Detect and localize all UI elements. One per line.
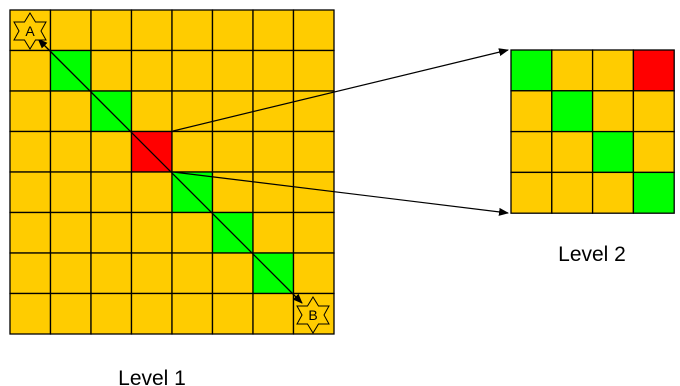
level1-cell-r1-c3 bbox=[130, 49, 173, 92]
level2-cell-r1-c2 bbox=[591, 90, 635, 133]
level1-cell-r7-c2 bbox=[90, 292, 133, 335]
level1-cell-r4-c1 bbox=[49, 171, 92, 214]
level1-path-cell-r6-c6 bbox=[252, 252, 295, 295]
level1-cell-r5-c2 bbox=[90, 211, 133, 254]
level1-cell-r3-c5 bbox=[211, 130, 254, 173]
level1-cell-r6-c5 bbox=[211, 252, 254, 295]
level1-cell-r1-c7 bbox=[292, 49, 335, 92]
level2-cell-r0-c1 bbox=[551, 49, 594, 92]
level1-cell-r3-c4 bbox=[171, 130, 214, 173]
level1-cell-r3-c6 bbox=[252, 130, 295, 173]
level2-cell-r3-c1 bbox=[551, 171, 594, 214]
level1-caption: Level 1 bbox=[118, 367, 186, 386]
level2-path-cell-r1-c1 bbox=[551, 90, 594, 133]
level2-path-cell-r2-c2 bbox=[591, 130, 635, 174]
level2-cell-r2-c3 bbox=[632, 130, 675, 174]
level1-path-cell-r2-c2 bbox=[90, 90, 133, 133]
level1-cell-r5-c0 bbox=[9, 211, 52, 254]
level1-cell-r2-c1 bbox=[49, 90, 92, 133]
level1-cell-r7-c0 bbox=[9, 292, 52, 335]
level2-cell-r2-c0 bbox=[510, 130, 553, 174]
level2-path-cell-r3-c3 bbox=[632, 171, 675, 214]
end-marker-label: B bbox=[308, 307, 317, 323]
level1-cell-r0-c4 bbox=[171, 9, 214, 52]
level1-cell-r0-c1 bbox=[49, 9, 92, 52]
level2-cell-r2-c1 bbox=[551, 130, 594, 174]
level1-path-cell-r1-c1 bbox=[49, 49, 92, 92]
level2-path-cell-r0-c0 bbox=[510, 49, 553, 92]
level1-cell-r5-c4 bbox=[171, 211, 214, 254]
level1-cell-r4-c3 bbox=[130, 171, 173, 214]
start-marker-label: A bbox=[25, 23, 35, 39]
level1-cell-r7-c1 bbox=[49, 292, 92, 335]
level1-cell-r5-c7 bbox=[292, 211, 335, 254]
level1-cell-r7-c3 bbox=[130, 292, 173, 335]
zoom-arrow-bottom bbox=[172, 171, 509, 216]
level2-caption: Level 2 bbox=[558, 243, 626, 266]
level1-cell-r2-c6 bbox=[252, 90, 295, 133]
level1-cell-r6-c4 bbox=[171, 252, 214, 295]
level1-grid bbox=[9, 9, 335, 335]
level1-diagonal-path-arrow bbox=[37, 38, 303, 304]
level1-cell-r0-c7 bbox=[292, 9, 335, 52]
level1-cell-r2-c0 bbox=[9, 90, 52, 133]
level1-cell-r6-c0 bbox=[9, 252, 52, 295]
level1-cell-r6-c2 bbox=[90, 252, 133, 295]
level1-cell-r0-c3 bbox=[130, 9, 173, 52]
level1-cell-r6-c7 bbox=[292, 252, 335, 295]
level1-cell-r1-c4 bbox=[171, 49, 214, 92]
level1-cell-r2-c3 bbox=[130, 90, 173, 133]
start-marker-a: A bbox=[13, 12, 47, 50]
level1-cell-r5-c6 bbox=[252, 211, 295, 254]
level1-cell-r3-c0 bbox=[9, 130, 52, 173]
level1-cell-r4-c7 bbox=[292, 171, 335, 214]
level1-path-cell-r4-c4 bbox=[171, 171, 214, 214]
level2-highlight-cell-r0-c3 bbox=[632, 49, 675, 92]
level2-cell-r1-c3 bbox=[632, 90, 675, 133]
level1-cell-r0-c6 bbox=[252, 9, 295, 52]
level1-cell-r5-c3 bbox=[130, 211, 173, 254]
level2-grid bbox=[510, 49, 675, 214]
level1-cell-r7-c6 bbox=[252, 292, 295, 335]
level1-cell-r3-c1 bbox=[49, 130, 92, 173]
level1-cell-r4-c6 bbox=[252, 171, 295, 214]
level1-cell-r1-c0 bbox=[9, 49, 52, 92]
level1-cell-r2-c4 bbox=[171, 90, 214, 133]
level1-cell-r3-c7 bbox=[292, 130, 335, 173]
end-marker-b: B bbox=[296, 296, 330, 334]
level1-cell-r1-c6 bbox=[252, 49, 295, 92]
level2-cell-r0-c2 bbox=[591, 49, 635, 92]
level1-cell-r0-c2 bbox=[90, 9, 133, 52]
level1-cell-r7-c4 bbox=[171, 292, 214, 335]
star-of-david-icon bbox=[13, 12, 47, 50]
level1-highlight-cell-r3-c3 bbox=[130, 130, 173, 173]
star-of-david-icon bbox=[296, 296, 330, 334]
zoom-arrow-top bbox=[172, 48, 509, 132]
level2-cell-r1-c0 bbox=[510, 90, 553, 133]
level1-cell-r2-c5 bbox=[211, 90, 254, 133]
level1-cell-r5-c1 bbox=[49, 211, 92, 254]
level1-cell-r4-c2 bbox=[90, 171, 133, 214]
level1-cell-r6-c3 bbox=[130, 252, 173, 295]
level1-cell-r7-c5 bbox=[211, 292, 254, 335]
level2-cell-r3-c2 bbox=[591, 171, 635, 214]
level1-cell-r6-c1 bbox=[49, 252, 92, 295]
level1-cell-r1-c2 bbox=[90, 49, 133, 92]
level1-path-cell-r5-c5 bbox=[211, 211, 254, 254]
level1-cell-r3-c2 bbox=[90, 130, 133, 173]
level1-cell-r0-c5 bbox=[211, 9, 254, 52]
level2-cell-r3-c0 bbox=[510, 171, 553, 214]
level1-cell-r1-c5 bbox=[211, 49, 254, 92]
level1-cell-r4-c0 bbox=[9, 171, 52, 214]
